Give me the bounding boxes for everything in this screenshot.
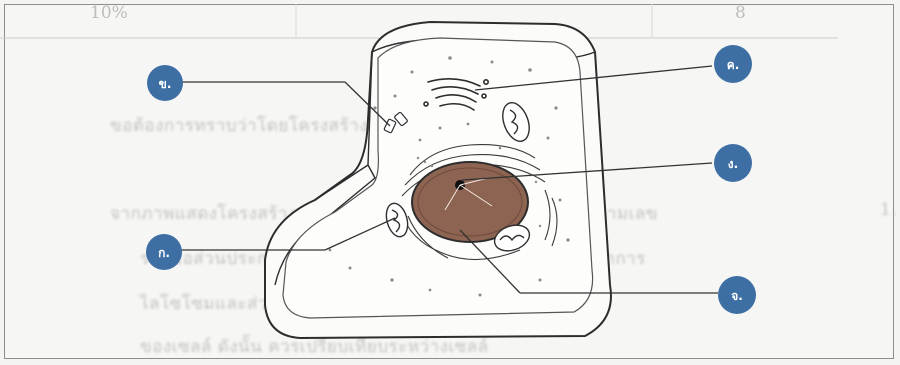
label-ko-text: ก. <box>158 246 170 260</box>
label-kha-text: ข. <box>159 77 172 91</box>
label-ngo: ง. <box>714 144 752 182</box>
label-ngo-text: ง. <box>728 157 738 171</box>
label-cho: จ. <box>718 276 756 314</box>
label-cho-text: จ. <box>731 289 743 303</box>
label-ko: ก. <box>146 234 182 270</box>
label-kho-text: ค. <box>727 58 740 72</box>
label-kho: ค. <box>714 45 752 83</box>
label-kha: ข. <box>147 65 183 101</box>
